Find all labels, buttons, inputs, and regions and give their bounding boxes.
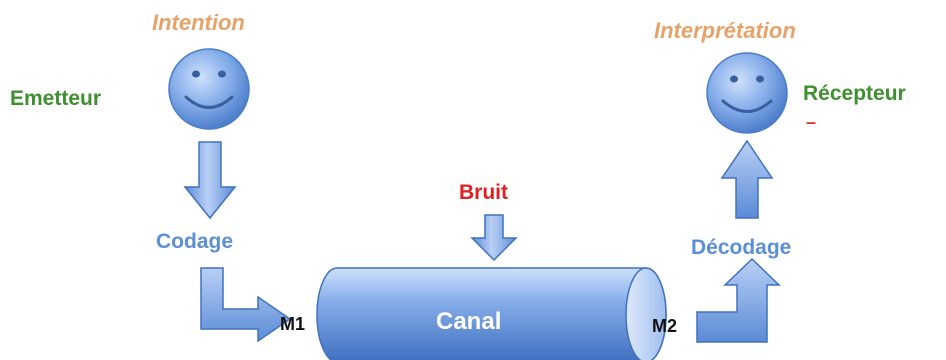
sender-face-icon	[168, 48, 250, 130]
receiver-mark: –	[806, 112, 817, 132]
channel-to-decode-arrow	[696, 257, 781, 343]
channel-label: Canal	[436, 308, 502, 335]
interpretation-label: Interprétation	[654, 18, 796, 43]
encode-to-channel-arrow	[200, 267, 292, 343]
encode-down-arrow	[183, 141, 237, 220]
message-m1-label: M1	[280, 314, 306, 334]
intention-label: Intention	[152, 10, 245, 35]
decode-up-arrow	[720, 139, 774, 219]
noise-down-arrow	[470, 214, 518, 262]
noise-label: Bruit	[459, 181, 508, 204]
receiver-face-icon	[706, 52, 788, 134]
message-m2-label: M2	[652, 316, 678, 336]
sender-label: Emetteur	[10, 87, 102, 110]
encoding-label: Codage	[156, 230, 234, 253]
channel-cylinder	[316, 267, 667, 360]
decoding-label: Décodage	[691, 236, 792, 259]
receiver-label: Récepteur	[803, 82, 906, 105]
